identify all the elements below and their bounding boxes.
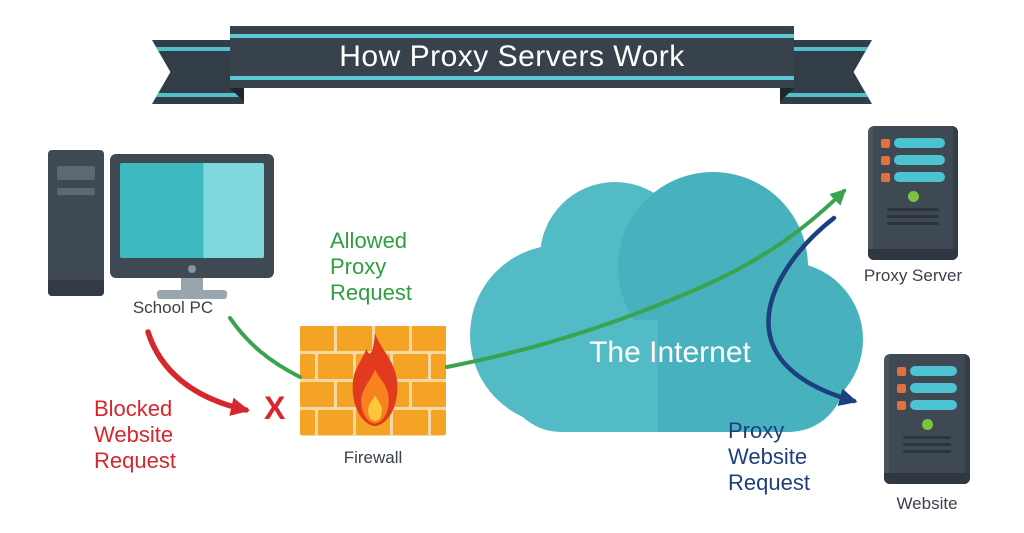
server-chip: [897, 366, 906, 376]
server-bar: [910, 400, 957, 410]
server-bar: [894, 172, 945, 182]
server-chip: [881, 172, 890, 182]
tower-drive-slot: [57, 166, 95, 180]
pc-monitor-icon: [110, 154, 274, 278]
server-slot: [897, 400, 957, 410]
server-bar: [910, 366, 957, 376]
anno-line: Website: [728, 444, 808, 469]
firewall-icon: [300, 326, 447, 436]
banner-band: How Proxy Servers Work: [230, 26, 794, 88]
vent-line: [903, 436, 951, 439]
blocked-website-request-label: Blocked Website Request: [94, 396, 176, 474]
pc-screen: [120, 163, 264, 258]
anno-line: Request: [330, 280, 412, 305]
brick: [300, 326, 335, 351]
proxy-server-label: Proxy Server: [863, 266, 963, 285]
server-led: [921, 419, 933, 430]
vent-line: [887, 215, 939, 218]
brick: [300, 410, 316, 435]
anno-line: Website: [94, 422, 174, 447]
vent-line: [887, 208, 939, 211]
vent-line: [903, 443, 951, 446]
ribbon-stripe: [152, 93, 244, 97]
school-pc-label: School PC: [132, 298, 214, 317]
tower-base: [48, 280, 104, 296]
brick: [393, 354, 428, 379]
ribbon-stripe: [780, 47, 872, 51]
ribbon-stripe: [780, 93, 872, 97]
proxy-server-icon: [868, 126, 958, 260]
flame-icon: [352, 333, 398, 427]
brick: [318, 354, 353, 379]
server-bar: [894, 155, 945, 165]
arrow-pc-to-firewall: [228, 316, 302, 379]
flame-inner: [368, 395, 382, 421]
vent-line: [887, 222, 939, 225]
server-led: [907, 191, 919, 202]
brick: [318, 410, 353, 435]
brick: [411, 382, 446, 407]
brick-row: [300, 326, 446, 351]
anno-line: Request: [94, 448, 176, 473]
ribbon-stripe: [230, 76, 794, 80]
monitor-power-dot: [188, 265, 196, 273]
firewall-label: Firewall: [343, 448, 403, 467]
brick: [411, 326, 446, 351]
server-chip: [897, 400, 906, 410]
brick: [337, 326, 372, 351]
ribbon-stripe: [152, 47, 244, 51]
brick: [393, 410, 428, 435]
website-server-icon: [884, 354, 970, 484]
server-slot: [881, 155, 945, 165]
brick: [430, 410, 447, 435]
server-vents: [881, 208, 945, 225]
ribbon-stripe: [230, 34, 794, 38]
server-vents: [897, 436, 957, 453]
anno-line: Proxy: [728, 418, 785, 443]
server-bar: [894, 138, 945, 148]
anno-line: Blocked: [94, 396, 173, 421]
blocked-x-marker: X: [264, 390, 286, 426]
proxy-website-request-label: Proxy Website Request: [728, 418, 810, 496]
server-slot: [881, 138, 945, 148]
internet-label: The Internet: [589, 336, 751, 369]
monitor-stand-base: [157, 290, 227, 299]
anno-line: Request: [728, 470, 810, 495]
brick: [300, 354, 316, 379]
server-slot: [897, 383, 957, 393]
server-slot: [897, 366, 957, 376]
brick: [300, 382, 335, 407]
server-slot: [881, 172, 945, 182]
anno-line: Allowed: [330, 228, 408, 253]
allowed-proxy-request-label: Allowed Proxy Request: [330, 228, 412, 306]
tower-drive-slot: [57, 188, 95, 195]
pc-tower-icon: [48, 150, 104, 296]
vent-line: [903, 450, 951, 453]
server-bar: [910, 383, 957, 393]
anno-line: Proxy: [330, 254, 387, 279]
brick: [430, 354, 447, 379]
website-label: Website: [896, 494, 958, 513]
monitor-stand: [181, 278, 203, 291]
server-chip: [897, 383, 906, 393]
server-chip: [881, 138, 890, 148]
server-chip: [881, 155, 890, 165]
page-title: How Proxy Servers Work: [339, 40, 685, 73]
